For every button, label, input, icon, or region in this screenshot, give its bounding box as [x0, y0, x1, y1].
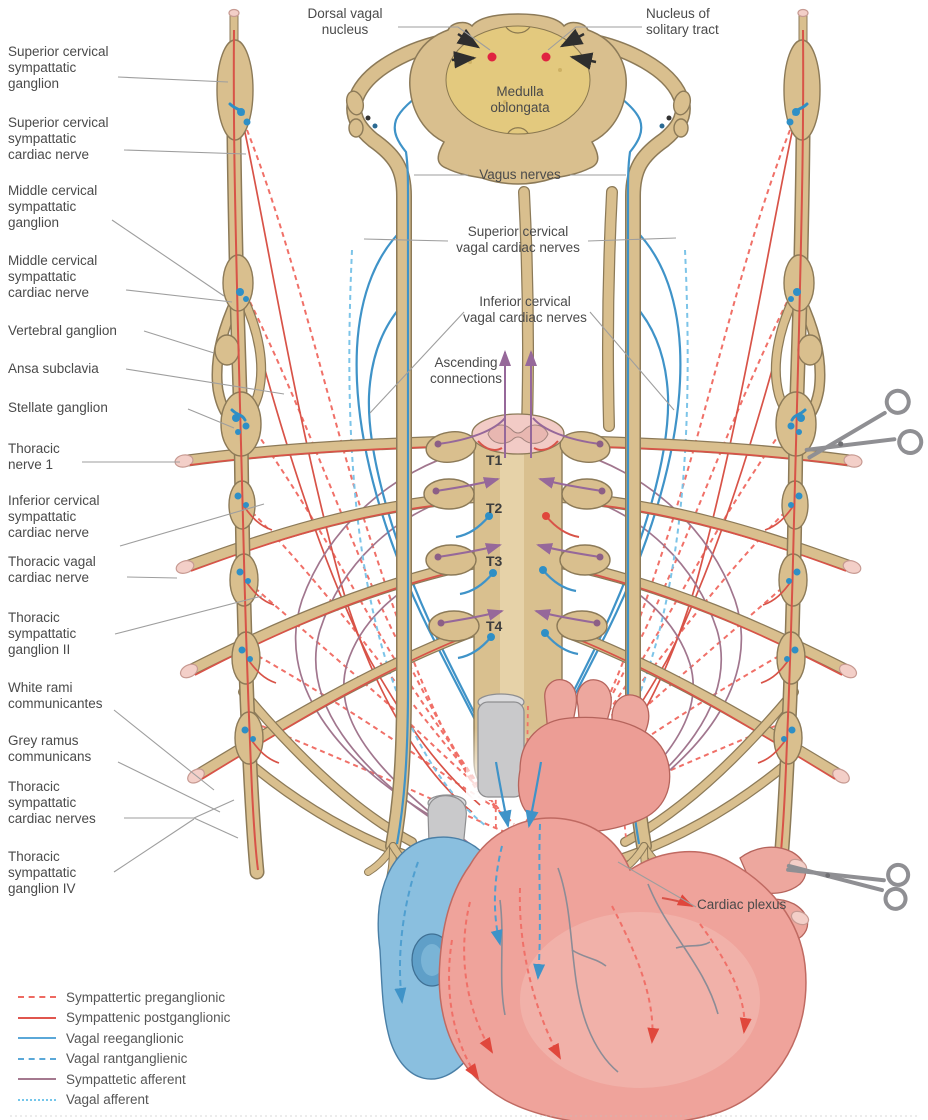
scissors-icon [804, 388, 924, 460]
label-superior-cervical-vagal-cardiac-nerves: Superior cervical vagal cardiac nerves [456, 224, 580, 255]
right-sympathetic-chain [757, 8, 826, 880]
left-sympathetic-chain [211, 8, 280, 880]
legend-row: Vagal reeganglionic [18, 1030, 230, 1046]
label-cardiac-plexus: Cardiac plexus [697, 897, 787, 912]
legend-row: Sympattertic preganglionic [18, 989, 230, 1005]
heart-surface-sympathetic-fibers [448, 887, 752, 1080]
solitary-tract-nucleus-dot [541, 52, 551, 62]
legend: Sympattertic preganglionic Sympattenic p… [18, 990, 230, 1113]
heart [377, 679, 810, 1120]
vagus-nerve-left [345, 32, 491, 882]
legend-row: Sympattenic postganglionic [18, 1010, 231, 1025]
label-superior-cervical-cardiac-nerve: Superior cervical sympattatic cardiac ne… [8, 115, 109, 162]
legend-row: Vagal rantganglienic [18, 1051, 230, 1066]
label-grey-ramus-communicans: Grey ramus communicans [8, 733, 92, 764]
label-t2: T2 [486, 500, 503, 516]
label-middle-cervical-ganglion: Middle cervical sympattatic ganglion [8, 183, 98, 230]
legend-swatch-vagal-preganglionic [18, 1037, 56, 1039]
postganglionic-neuron-dots [781, 108, 805, 742]
label-dorsal-vagal-nucleus: Dorsal vagal nucleus [307, 6, 383, 37]
legend-row: Sympattetic afferent [18, 1071, 230, 1087]
legend-label: Vagal reeganglionic [66, 1030, 184, 1046]
legend-swatch-sympathetic-afferent [18, 1078, 56, 1080]
legend-swatch-sympathetic-preganglionic [18, 996, 56, 998]
legend-label: Vagal afferent [66, 1092, 149, 1107]
legend-label: Sympattenic postganglionic [66, 1010, 231, 1025]
scissors-icon [786, 862, 911, 911]
label-vagus-nerves: Vagus nerves [479, 167, 561, 182]
label-middle-cervical-cardiac-nerve: Middle cervical sympattatic cardiac nerv… [8, 253, 98, 300]
label-t3: T3 [486, 553, 503, 569]
label-medulla-oblongata: Medulla oblongata [490, 84, 550, 115]
label-ansa-subclavia: Ansa subclavia [8, 361, 99, 376]
legend-swatch-sympathetic-postganglionic [18, 1016, 56, 1019]
medulla-oblongata [409, 13, 627, 185]
label-ascending-connections: Ascending connections [429, 355, 503, 386]
ventricles [438, 817, 807, 1120]
legend-label: Vagal rantganglienic [66, 1051, 188, 1066]
heart-surface-vagal-fibers [394, 761, 546, 1004]
label-thoracic-nerve-1: Thoracic nerve 1 [8, 441, 60, 472]
label-vertebral-ganglion: Vertebral ganglion [8, 323, 117, 338]
label-thoracic-cardiac-nerves: Thoracic sympattatic cardiac nerves [8, 779, 96, 826]
trachea [477, 701, 525, 798]
label-t4: T4 [486, 618, 503, 634]
label-inferior-cervical-cardiac-nerve: Inferior cervical sympattatic cardiac ne… [8, 493, 100, 540]
label-white-rami-communicantes: White rami communicantes [8, 680, 103, 711]
legend-swatch-vagal-postganglionic [18, 1057, 56, 1060]
legend-label: Sympattetic afferent [66, 1071, 186, 1087]
postganglionic-neuron-dots [232, 108, 256, 742]
legend-label: Sympattertic preganglionic [66, 989, 226, 1005]
dorsal-vagal-nucleus-dot [487, 52, 497, 62]
vagal-cardiac-strands [518, 186, 618, 432]
legend-row: Vagal afferent [18, 1092, 230, 1107]
label-thoracic-ganglion-2: Thoracic sympattatic ganglion II [8, 610, 77, 657]
label-thoracic-ganglion-4: Thoracic sympattatic ganglion IV [8, 849, 77, 896]
label-inferior-cervical-vagal-cardiac-nerves: Inferior cervical vagal cardiac nerves [463, 294, 587, 325]
thoracic-spinal-nerves [174, 435, 863, 784]
label-thoracic-vagal-cardiac-nerve: Thoracic vagal cardiac nerve [8, 554, 96, 585]
label-t1: T1 [486, 452, 503, 468]
label-nucleus-of-solitary-tract: Nucleus of solitary tract [646, 6, 719, 37]
leader-lines [82, 26, 697, 908]
aortic-arch [517, 716, 671, 833]
label-superior-cervical-ganglion: Superior cervical sympattatic ganglion [8, 44, 109, 91]
legend-swatch-vagal-afferent [18, 1098, 56, 1101]
label-stellate-ganglion: Stellate ganglion [8, 400, 108, 415]
